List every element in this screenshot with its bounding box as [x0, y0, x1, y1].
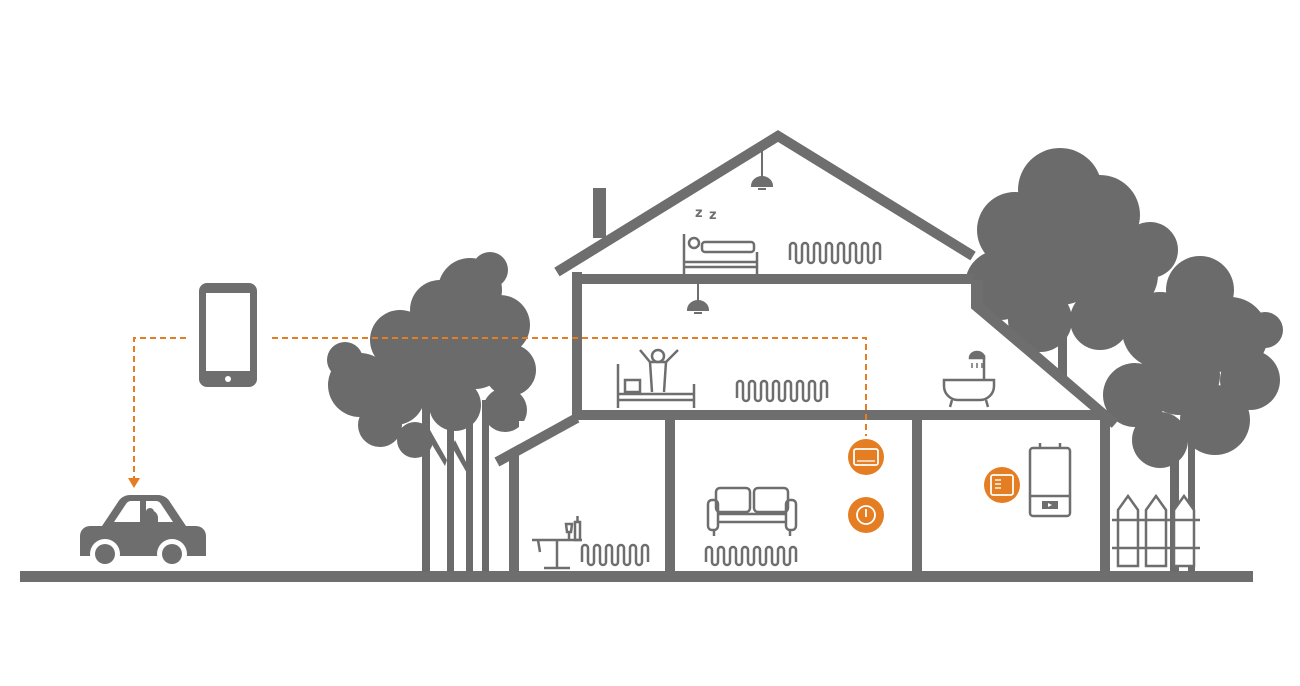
ground-line — [20, 571, 1253, 582]
sleep-indicator: z z — [695, 206, 717, 223]
controller-icon — [984, 467, 1020, 503]
waking-person-icon — [616, 348, 696, 408]
radiator-icon — [580, 543, 650, 567]
thermostat-icon — [848, 439, 884, 475]
fence-icon — [1112, 493, 1200, 568]
bathtub-icon — [942, 350, 996, 408]
boiler-icon — [1028, 443, 1072, 518]
radiator-icon — [704, 545, 798, 567]
connection-lines — [133, 337, 867, 478]
dining-table-icon — [532, 516, 582, 570]
tree-icon — [327, 252, 536, 572]
sleeping-person-icon — [682, 234, 759, 276]
sofa-icon — [706, 486, 798, 536]
car-icon — [80, 495, 206, 569]
radiator-icon — [735, 379, 829, 403]
radiator-icon — [788, 241, 882, 265]
ceiling-lamp-icon — [686, 284, 710, 314]
svg-text:z: z — [709, 208, 717, 223]
ceiling-lamp-icon — [750, 150, 774, 190]
svg-text:z: z — [695, 206, 703, 221]
arrow-down-icon — [128, 478, 140, 488]
smart-valve-icon — [848, 497, 884, 533]
tree-icon — [965, 148, 1283, 572]
smartphone-icon — [199, 283, 257, 387]
